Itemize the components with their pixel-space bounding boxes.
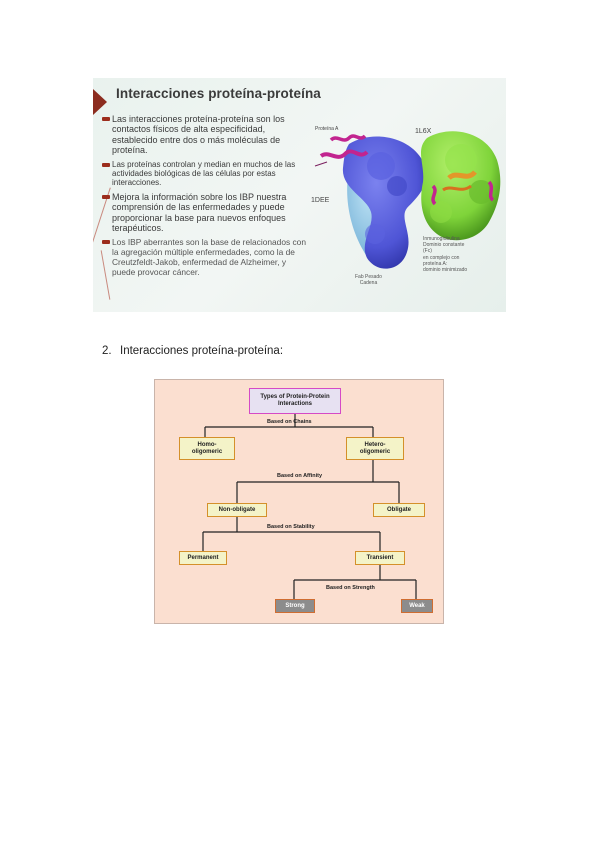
node-weak: Weak	[401, 599, 433, 613]
protein-structure-illustration	[314, 131, 501, 269]
diagram-connectors	[202, 414, 417, 599]
node-homo-label: Homo- oligomeric	[191, 441, 223, 455]
node-non-obligate: Non-obligate	[207, 503, 267, 517]
bullet-list: Las interacciones proteína-proteína son …	[101, 114, 306, 281]
title-arrow-icon	[93, 89, 107, 115]
node-permanent-label: Permanent	[187, 554, 219, 561]
node-strong: Strong	[275, 599, 315, 613]
slide-title: Interacciones proteína-proteína	[116, 86, 321, 101]
edge-label-stability: Based on Stability	[267, 524, 315, 530]
node-hetero-oligomeric: Hetero- oligomeric	[346, 437, 404, 460]
bullet-item: Mejora la información sobre los IBP nues…	[101, 192, 306, 234]
bullet-marker-icon	[102, 240, 110, 245]
node-obligate-label: Obligate	[386, 506, 411, 513]
node-permanent: Permanent	[179, 551, 227, 565]
label-immunoglobulin: Inmunoglobulina Dominio constante (Fc) e…	[423, 236, 468, 274]
protein-structure-image: Proteína A 1L6X 1DEE Inmunoglobulina Dom…	[311, 122, 503, 302]
node-transient-label: Transient	[366, 554, 394, 561]
caption-text: Interacciones proteína-proteína:	[120, 345, 284, 357]
node-root: Types of Protein-Protein Interactions	[249, 388, 341, 414]
node-nonobligate-label: Non-obligate	[218, 506, 256, 513]
bullet-text: Mejora la información sobre los IBP nues…	[112, 191, 287, 234]
bullet-marker-icon	[102, 194, 110, 199]
node-hetero-label: Hetero- oligomeric	[359, 441, 391, 455]
bullet-text: Las interacciones proteína-proteína son …	[112, 114, 285, 156]
bullet-text: Los IBP aberrantes son la base de relaci…	[112, 237, 306, 278]
bullet-marker-icon	[102, 117, 110, 121]
presentation-slide: Interacciones proteína-proteína Las inte…	[93, 78, 506, 312]
bullet-text: Las proteínas controlan y median en much…	[112, 159, 296, 188]
caption-number: 2.	[102, 345, 112, 357]
node-root-label: Types of Protein-Protein Interactions	[260, 394, 330, 407]
label-protein-a: Proteína A	[315, 126, 339, 132]
edge-label-affinity: Based on Affinity	[277, 473, 323, 479]
bullet-marker-icon	[102, 162, 110, 167]
label-1dee: 1DEE	[311, 197, 330, 204]
label-fab: Fab Pesado Cadena	[355, 274, 382, 286]
bullet-item: Las interacciones proteína-proteína son …	[101, 114, 306, 156]
ppi-types-diagram: Types of Protein-Protein Interactions Ba…	[154, 379, 444, 624]
node-strong-label: Strong	[285, 602, 305, 609]
edge-label-strength: Based on Strength	[326, 585, 375, 591]
node-weak-label: Weak	[409, 602, 425, 609]
bullet-item: Los IBP aberrantes son la base de relaci…	[101, 237, 306, 277]
node-transient: Transient	[355, 551, 405, 565]
label-1l6x: 1L6X	[415, 128, 432, 135]
node-homo-oligomeric: Homo- oligomeric	[179, 437, 235, 460]
node-obligate: Obligate	[373, 503, 425, 517]
edge-label-chains: Based on Chains	[267, 419, 312, 425]
bullet-item: Las proteínas controlan y median en much…	[101, 160, 306, 188]
section-caption: 2. Interacciones proteína-proteína:	[102, 345, 283, 357]
